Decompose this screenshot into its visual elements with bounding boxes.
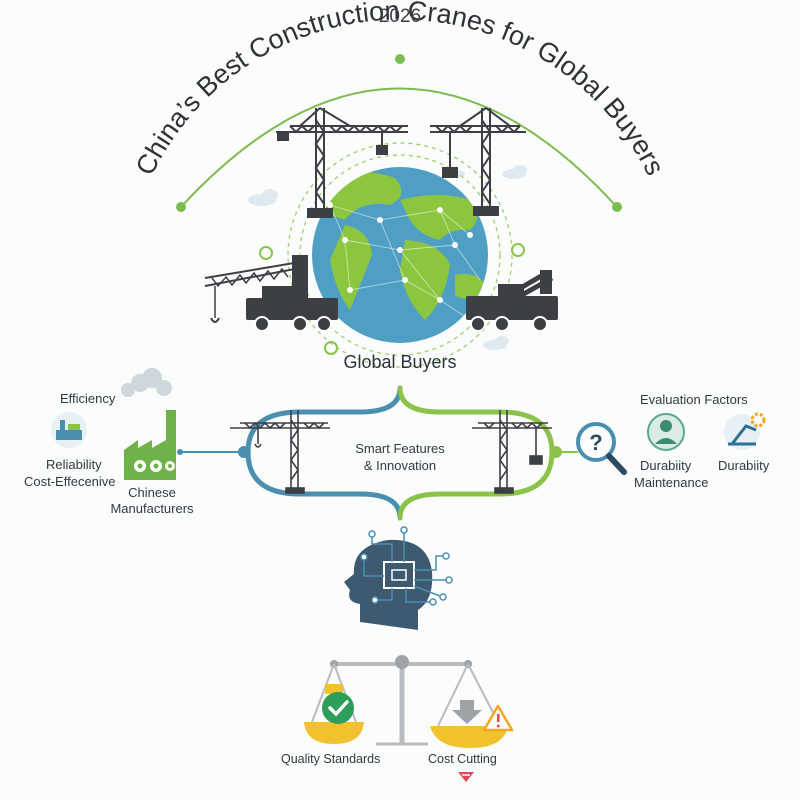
maintenance-label: Maintenance xyxy=(634,475,709,490)
durability-label-a: Durabiity xyxy=(640,458,692,473)
svg-text:?: ? xyxy=(589,430,602,455)
manufacturers-label-line2: Manufacturers xyxy=(110,501,194,516)
orbit-node xyxy=(259,246,273,260)
person-icon xyxy=(647,413,685,451)
connector-right xyxy=(550,446,578,458)
magnifier-question-icon: ? xyxy=(576,422,627,475)
balance-scale xyxy=(304,655,508,748)
globe-icon xyxy=(312,167,488,343)
year-label: 2026 xyxy=(378,6,422,27)
orbit-node xyxy=(324,341,338,355)
cloud-icons xyxy=(248,165,527,350)
efficiency-label: Efficiency xyxy=(60,391,116,406)
reliability-label: Reliability xyxy=(46,457,102,472)
tower-crane-icon xyxy=(472,410,552,494)
durability-label-b: Durabiity xyxy=(718,458,770,473)
global-buyers-label: Global Buyers xyxy=(343,352,457,372)
connector-left xyxy=(177,446,250,458)
tower-crane-icon xyxy=(430,107,526,216)
factory-icon xyxy=(121,368,176,480)
title-arc xyxy=(176,54,622,212)
cost-cutting-label: Cost Cutting xyxy=(428,752,497,766)
efficiency-icon xyxy=(51,412,87,448)
small-down-marker xyxy=(458,772,474,782)
checkmark-icon xyxy=(322,692,354,724)
manufacturers-label-line1: Chinese xyxy=(128,485,176,500)
mobile-crane-icon xyxy=(204,255,338,332)
evaluation-factors-title: Evaluation Factors xyxy=(640,392,748,407)
smart-features-label-line2: & Innovation xyxy=(363,458,437,473)
quality-standards-label: Quality Standards xyxy=(281,752,381,766)
warning-icon xyxy=(482,704,514,732)
orbit-node xyxy=(511,243,525,257)
crane-gear-icon xyxy=(724,412,766,450)
mobile-crane-icon xyxy=(466,269,558,332)
down-arrow-icon xyxy=(452,700,482,724)
smart-features-label-line1: Smart Features xyxy=(355,441,445,456)
tower-crane-icon xyxy=(230,410,330,494)
ai-head-icon xyxy=(344,526,453,630)
cost-effective-label: Cost-Effecenive xyxy=(24,474,116,489)
tower-crane-icon xyxy=(276,107,408,218)
